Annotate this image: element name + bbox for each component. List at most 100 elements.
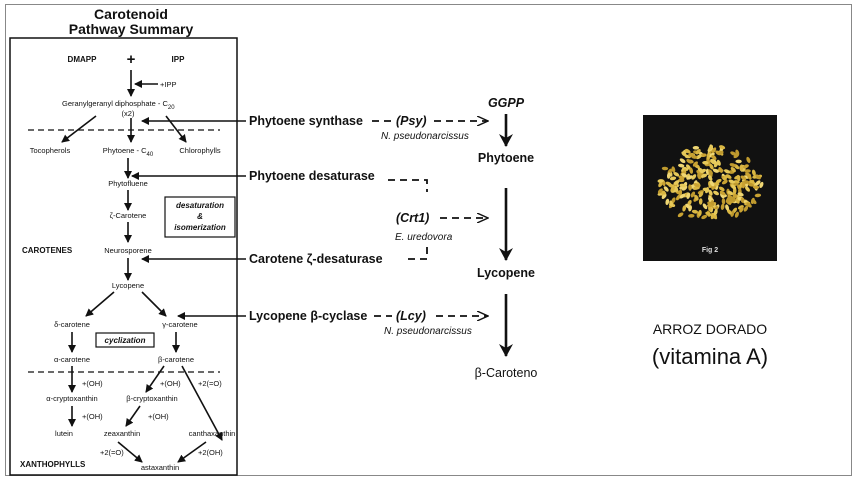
rice-grain [669,176,677,181]
neurosporene-label: Neurosporene [104,246,152,255]
rice-grain [713,209,718,216]
oh-label-4: +(OH) [148,412,169,421]
rice-grain [755,180,761,186]
rice-grain [678,189,683,196]
alpha-crypto-label: α-cryptoxanthin [46,394,97,403]
rice-grain [665,181,672,186]
rice-grain [702,203,708,210]
rice-grain [710,199,715,206]
rice-grain [707,175,713,181]
rice-grain [691,209,699,214]
rice-grain [709,180,715,187]
enzyme-labels: Phytoene synthase (Psy) N. pseudonarciss… [249,114,488,337]
rice-grain [755,174,761,180]
rice-grain [686,158,693,164]
rice-grain [722,174,728,181]
rice-grain [710,213,715,220]
rice-grain [692,161,698,167]
rice-grain [718,186,725,192]
arrow-to-chlorophylls [165,115,187,143]
rice-grain [745,172,752,177]
rice-grain [674,185,679,192]
rice-grain [754,193,762,198]
crt-gene-label: (Crt1) [396,211,429,225]
rice-grain [719,145,726,150]
o2-label: +2(=O) [198,379,222,388]
rice-grain [678,163,685,168]
rice-grain [696,170,702,175]
panel-title-line2: Pathway Summary [69,21,194,37]
plus-sign: + [127,51,136,68]
rice-grain [691,155,698,159]
rice-grain [730,151,737,156]
panel-title-line1: Carotenoid [94,6,168,22]
desaturation-line1: desaturation [176,201,224,210]
phytoene-product: Phytoene [478,151,534,165]
rice-grain [730,167,736,173]
slide-frame [5,4,852,476]
rice-grain [741,182,746,189]
arrow-to-gamma-carotene [141,291,167,317]
zds-enzyme-label: Carotene ζ-desaturase [249,252,383,266]
arrow-canthaxanthin-to-astaxanthin [177,441,207,463]
oh-label-1: +(OH) [82,379,103,388]
enzyme-connectors [131,117,246,320]
rice-grain [657,188,663,194]
rice-grain [739,206,744,213]
rice-grain [657,179,664,183]
arrow-to-canthaxanthin [181,365,223,441]
rice-grain [751,169,756,176]
rice-grain [658,181,663,188]
rice-grain [721,198,726,205]
canthaxanthin-label: canthaxanthin [189,429,236,438]
rice-grain [717,150,724,155]
oh-label-2: +(OH) [160,379,181,388]
rice-grain [686,175,693,180]
rice-grain [679,158,686,164]
rice-grain [711,184,717,190]
rice-grain [729,195,733,202]
rice-grain [682,205,687,212]
rice-grain [708,145,714,151]
product-column: GGPP Phytoene Lycopene β-Caroteno [475,96,538,380]
phytoene-c40-label: Phytoene - C40 [103,146,154,158]
rice-grain [745,186,750,192]
lutein-label: lutein [55,429,73,438]
rice-grain [709,152,715,158]
o2b-label: +2(=O) [100,448,124,457]
rice-grain [689,167,694,174]
plus-ipp-label: +IPP [160,80,176,89]
beta-caroteno-product: β-Caroteno [475,366,538,380]
xanthophylls-label: XANTHOPHYLLS [20,460,86,469]
lycopene-product: Lycopene [477,266,535,280]
zeaxanthin-label: zeaxanthin [104,429,140,438]
lcy-enzyme-label: Lycopene β-cyclase [249,309,367,323]
rice-grain [709,163,714,170]
rice-grain [679,183,686,188]
golden-rice-photo: Fig 2 [643,115,777,261]
arrow-zeaxanthin-to-astaxanthin [117,441,143,463]
desaturation-line3: isomerization [174,223,226,232]
rice-grain [688,213,695,218]
pathway-summary-panel: Carotenoid Pathway Summary DMAPP + IPP +… [9,6,238,476]
phytofluene-label: Phytofluene [108,179,148,188]
astaxanthin-label: astaxanthin [141,463,179,472]
lycopene-left-label: Lycopene [112,281,144,290]
rice-grain [735,159,742,164]
rice-grain [669,200,674,207]
oh2b-label: +2(OH) [198,448,223,457]
rice-grain [708,169,713,176]
oh-label-3: +(OH) [82,412,103,421]
fig-label: Fig 2 [702,247,718,254]
beta-carotene-left-label: β-carotene [158,355,194,364]
panel-box [9,37,238,476]
rice-grain [698,198,703,205]
rice-grain [698,209,702,217]
rice-grain [705,211,712,217]
rice-grain [725,197,731,203]
x2-label: (x2) [122,109,135,118]
rice-grain [694,194,699,201]
tocopherols-label: Tocopherols [30,146,71,155]
rice-grain [746,156,751,163]
rice-grain [688,184,692,191]
